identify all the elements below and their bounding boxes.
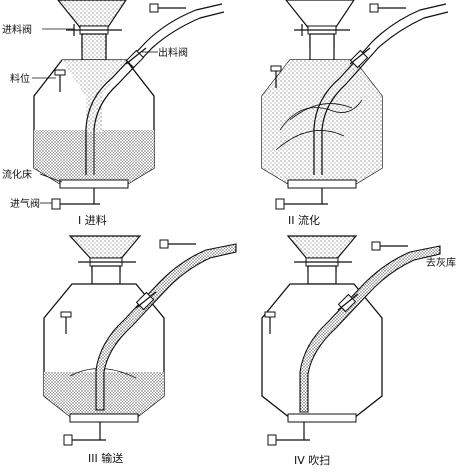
label-inlet-valve: 进气阀 bbox=[10, 197, 40, 210]
discharge-valve bbox=[125, 49, 145, 69]
panel-fluidizing: II 流化 bbox=[261, 0, 449, 227]
caption-feeding: I 进料 bbox=[78, 213, 107, 227]
label-level-gauge: 料位 bbox=[10, 72, 30, 85]
pressure-vessel bbox=[261, 283, 383, 419]
label-fluidizing-pad: 流化床 bbox=[2, 168, 32, 181]
panel-conveying: III 输送 bbox=[43, 235, 237, 465]
caption-fluidizing: II 流化 bbox=[288, 213, 320, 227]
label-feed-valve: 进料阀 bbox=[2, 23, 32, 36]
fluidizing-pad bbox=[59, 179, 129, 189]
discharge-valve bbox=[349, 49, 369, 69]
inlet-valve bbox=[51, 198, 61, 210]
panel-feeding: 进料阀 料位 出料阀 流化床 进气阀 I 进料 bbox=[2, 0, 225, 227]
label-to-silo: 去灰库 bbox=[426, 256, 456, 269]
discharge-pipe bbox=[299, 245, 441, 413]
caption-conveying: III 输送 bbox=[88, 451, 123, 465]
fluidizing-pad bbox=[69, 413, 139, 423]
inlet-valve bbox=[275, 198, 285, 210]
inlet-valve bbox=[267, 434, 277, 446]
fluidizing-pad bbox=[287, 179, 357, 189]
caption-purging: IV 吹扫 bbox=[294, 454, 330, 467]
panel-purging: 去灰库 IV 吹扫 bbox=[261, 235, 456, 467]
label-discharge-valve: 出料阀 bbox=[158, 46, 188, 59]
fluidizing-pad bbox=[287, 413, 357, 423]
inlet-valve bbox=[63, 434, 73, 446]
discharge-pipe bbox=[95, 243, 237, 411]
